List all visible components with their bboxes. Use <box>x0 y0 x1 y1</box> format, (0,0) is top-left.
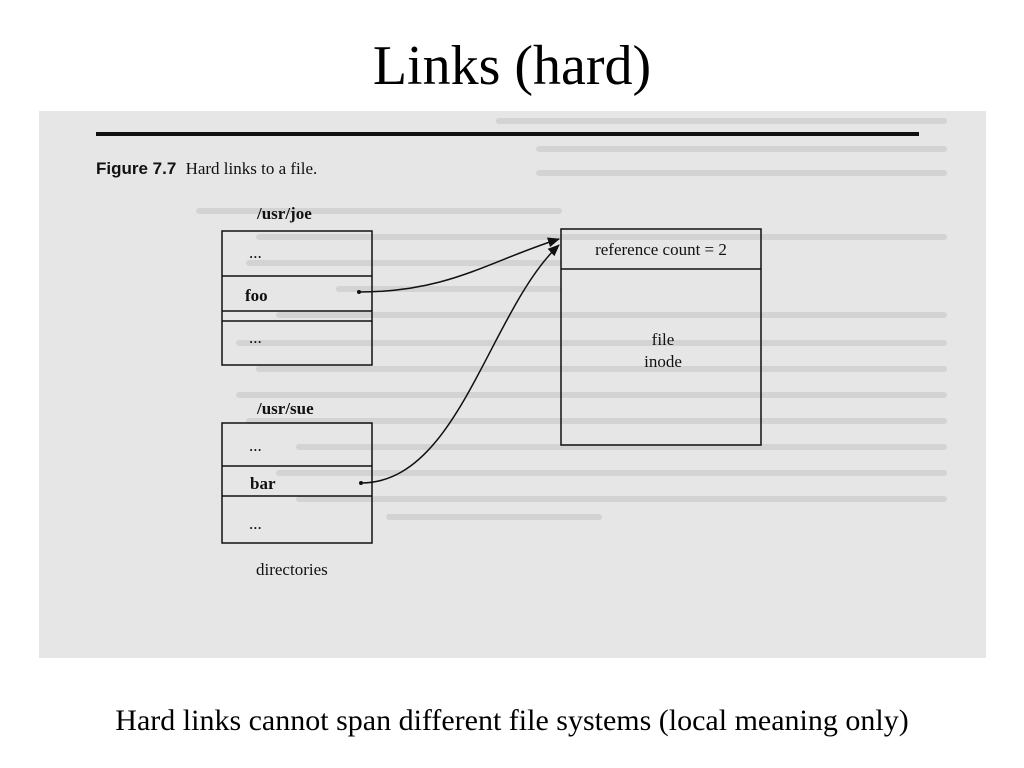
slide-caption: Hard links cannot span different file sy… <box>115 704 909 737</box>
directory-sue-entry-1: bar <box>250 474 276 493</box>
directory-joe-entry-2: ... <box>249 328 262 347</box>
directory-joe-entry-0: ... <box>249 243 262 262</box>
directory-sue-name: /usr/sue <box>256 399 314 418</box>
link-arrow-bar <box>360 244 560 484</box>
directories-label: directories <box>256 560 328 579</box>
directory-sue-entry-0: ... <box>249 436 262 455</box>
inode-reference-count: reference count = 2 <box>595 240 727 259</box>
inode-label-inode: inode <box>644 352 682 371</box>
scanned-figure: Figure 7.7 Hard links to a file. /usr/jo… <box>39 111 986 658</box>
link-dot-bar <box>359 481 363 485</box>
bleed-through-texture <box>196 118 947 520</box>
inode-label-file: file <box>652 330 675 349</box>
figure-caption: Figure 7.7 Hard links to a file. <box>96 159 317 178</box>
figure-number: Figure 7.7 <box>96 159 176 178</box>
link-arrow-foo <box>358 237 560 293</box>
inode-box <box>560 228 762 446</box>
link-dot-foo <box>357 290 361 294</box>
figure-diagram: Figure 7.7 Hard links to a file. /usr/jo… <box>96 118 947 579</box>
directory-joe-entry-1: foo <box>245 286 268 305</box>
directory-joe-box <box>221 230 373 366</box>
directory-joe-name: /usr/joe <box>256 204 312 223</box>
figure-caption-text: Hard links to a file. <box>186 159 318 178</box>
directory-sue-entry-2: ... <box>249 514 262 533</box>
slide-title: Links (hard) <box>372 35 652 97</box>
directory-sue-box <box>221 422 373 544</box>
